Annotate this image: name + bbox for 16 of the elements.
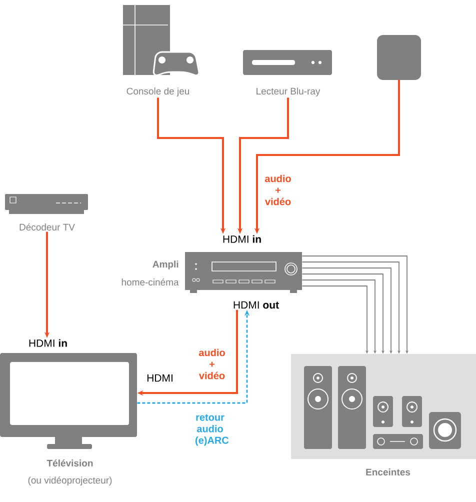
edge-label: audio + vidéo [262, 174, 294, 206]
device-label: Enceintes [366, 468, 410, 476]
device-label: Ampli [152, 260, 178, 270]
device-label: Console de jeu [126, 88, 190, 96]
connection-label: HDMI [147, 374, 172, 382]
port-label: HDMI in [29, 339, 67, 347]
port-label: HDMI in [223, 235, 261, 243]
device-label: (ou vidéoprojecteur) [28, 476, 112, 486]
device-label: Télévision [46, 459, 93, 467]
device-label: Lecteur Blu-ray [256, 88, 320, 96]
device-label: Décodeur TV [20, 223, 75, 231]
media-box-icon [377, 35, 421, 80]
device-label: home-cinéma [122, 278, 179, 286]
edge-label: retour audio (e)ARC [194, 413, 229, 447]
edge-label: audio + vidéo [196, 348, 228, 380]
port-label: HDMI out [234, 301, 279, 309]
